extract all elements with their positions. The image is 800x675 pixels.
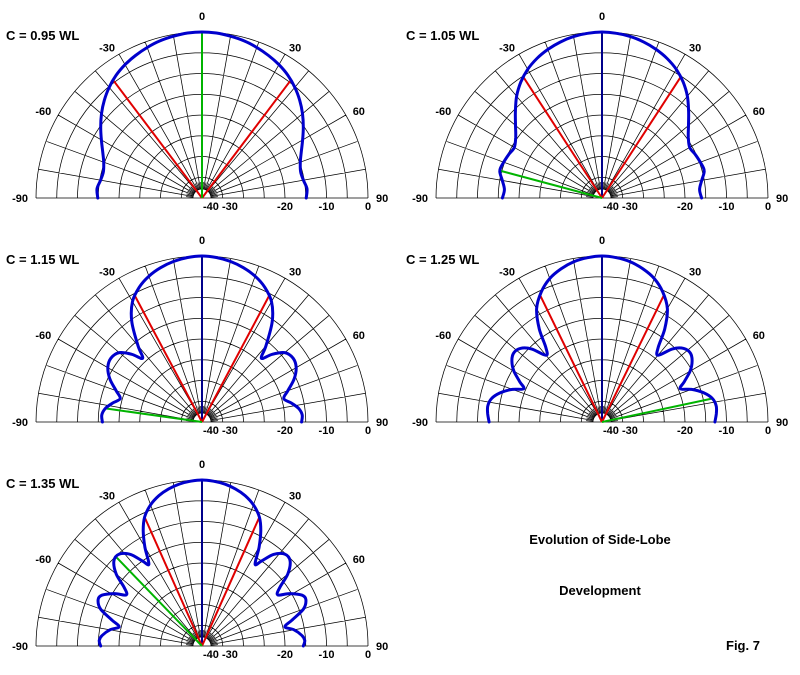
db-label--10: -10 (319, 649, 335, 661)
angle-label--30: -30 (499, 266, 515, 278)
angle-label-0: 0 (199, 235, 205, 247)
beamwidth-line-right (601, 294, 665, 423)
db-label--20: -20 (277, 201, 293, 213)
db-label--30: -30 (622, 201, 638, 213)
angle-label--30: -30 (499, 42, 515, 54)
angle-label-90: 90 (776, 193, 788, 205)
angle-label-30: 30 (289, 42, 301, 54)
db-label--10: -10 (719, 425, 735, 437)
plot-title-c125: C = 1.25 WL (406, 252, 480, 267)
figure-caption: Fig. 7 (726, 638, 760, 653)
db-label--20: -20 (277, 649, 293, 661)
angle-label-60: 60 (353, 106, 365, 118)
angle-label-0: 0 (599, 235, 605, 247)
angle-label--60: -60 (435, 106, 451, 118)
db-label-0: 0 (365, 201, 371, 213)
plot-title-c115: C = 1.15 WL (6, 252, 80, 267)
angle-label--90: -90 (12, 417, 28, 429)
info-block: Evolution of Side-Lobe Development 5-Tur… (402, 497, 798, 675)
beamwidth-line-left (112, 79, 203, 199)
plot-title-c105: C = 1.05 WL (406, 28, 480, 43)
pattern-trace (100, 254, 304, 424)
angle-label-0: 0 (599, 11, 605, 23)
angle-label--90: -90 (12, 193, 28, 205)
pattern-trace (498, 30, 706, 200)
db-label--10: -10 (719, 201, 735, 213)
angle-label-90: 90 (376, 641, 388, 653)
beamwidth-line-left (539, 294, 603, 423)
angle-label--60: -60 (435, 330, 451, 342)
db-label--10: -10 (319, 425, 335, 437)
angle-label--90: -90 (412, 193, 428, 205)
angle-label-0: 0 (199, 11, 205, 23)
angle-label-60: 60 (753, 106, 765, 118)
db-label--30: -30 (222, 649, 238, 661)
info-title-line-1: Evolution of Side-Lobe (529, 532, 671, 547)
db-label--40: -40 (203, 649, 219, 661)
angle-label-60: 60 (753, 330, 765, 342)
db-label--20: -20 (277, 425, 293, 437)
db-label--40: -40 (603, 425, 619, 437)
db-label--20: -20 (677, 425, 693, 437)
db-label-0: 0 (365, 649, 371, 661)
angle-label-30: 30 (689, 266, 701, 278)
angle-label--60: -60 (35, 554, 51, 566)
angle-label-60: 60 (353, 554, 365, 566)
angle-label--60: -60 (35, 106, 51, 118)
info-title-line-2: Development (559, 583, 641, 598)
db-label--30: -30 (222, 425, 238, 437)
angle-label-30: 30 (289, 490, 301, 502)
angle-label--30: -30 (99, 490, 115, 502)
plot-title-c095: C = 0.95 WL (6, 28, 80, 43)
db-label-0: 0 (365, 425, 371, 437)
cursor-line (105, 407, 203, 423)
cursor-line (601, 397, 713, 423)
angle-label--30: -30 (99, 266, 115, 278)
plot-title-c135: C = 1.35 WL (6, 476, 80, 491)
db-label--40: -40 (203, 201, 219, 213)
beamwidth-line-right (201, 79, 292, 199)
angle-label--30: -30 (99, 42, 115, 54)
beamwidth-line-right (201, 516, 261, 647)
pattern-trace (485, 254, 719, 424)
pattern-trace (95, 30, 309, 200)
angle-label-30: 30 (289, 266, 301, 278)
db-label--30: -30 (622, 425, 638, 437)
db-label--40: -40 (203, 425, 219, 437)
angle-label-90: 90 (776, 417, 788, 429)
db-label--40: -40 (603, 201, 619, 213)
angle-label-30: 30 (689, 42, 701, 54)
angle-label--90: -90 (12, 641, 28, 653)
beamwidth-line-right (601, 76, 682, 199)
beamwidth-line-left (522, 76, 603, 199)
angle-label-0: 0 (199, 459, 205, 471)
cursor-line (115, 556, 203, 647)
angle-label--90: -90 (412, 417, 428, 429)
beamwidth-line-right (201, 295, 270, 423)
beamwidth-line-left (134, 295, 203, 423)
db-label-0: 0 (765, 425, 771, 437)
db-label--10: -10 (319, 201, 335, 213)
db-label-0: 0 (765, 201, 771, 213)
beamwidth-line-left (143, 516, 203, 647)
angle-label-90: 90 (376, 193, 388, 205)
cursor-line (499, 169, 603, 199)
angle-label-60: 60 (353, 330, 365, 342)
db-label--30: -30 (222, 201, 238, 213)
angle-label--60: -60 (35, 330, 51, 342)
db-label--20: -20 (677, 201, 693, 213)
pattern-trace (96, 478, 308, 648)
angle-label-90: 90 (376, 417, 388, 429)
